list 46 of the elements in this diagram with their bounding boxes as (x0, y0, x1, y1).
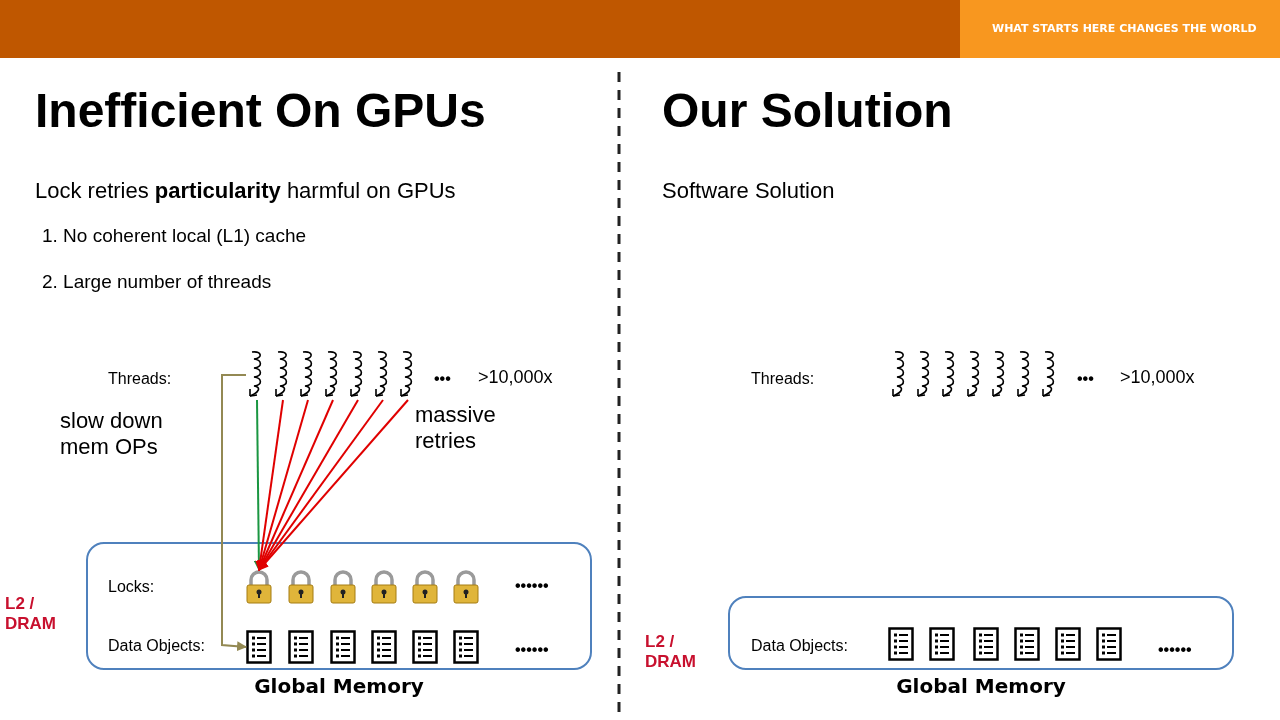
data-object-icon (1096, 627, 1122, 661)
data-object-icon (246, 630, 272, 664)
padlock-icon (329, 570, 357, 604)
data-object-icon (412, 630, 438, 664)
data-object-icon (371, 630, 397, 664)
data-object-icon (888, 627, 914, 661)
padlock-icon (370, 570, 398, 604)
ellipsis-text: •••••• (515, 640, 549, 660)
row-label: Locks: (108, 577, 155, 597)
subtitle-text: Lock retries particularity harmful on GPUs (35, 178, 456, 205)
data-object-icon (330, 630, 356, 664)
memory-level-label: L2 / DRAM (645, 632, 697, 673)
data-object-icon (288, 630, 314, 664)
padlock-icon (245, 570, 273, 604)
list-item: 2. Large number of threads (42, 271, 272, 294)
arrow (258, 399, 409, 571)
row-label: Data Objects: (108, 636, 205, 656)
padlock-icon (287, 570, 315, 604)
ellipsis-text: ••• (434, 369, 451, 389)
panel-heading: Global Memory (253, 674, 425, 698)
data-object-icon (453, 630, 479, 664)
annotation-text: massive retries (415, 402, 497, 455)
data-object-icon (929, 627, 955, 661)
count-label: >10,000x (478, 367, 553, 389)
ellipsis-text: •••••• (1158, 640, 1192, 660)
slide-title: Inefficient On GPUs (35, 83, 486, 139)
tagline-text: WHAT STARTS HERE CHANGES THE WORLD (992, 22, 1257, 36)
list-item: 1. No coherent local (L1) cache (42, 225, 307, 248)
count-label: >10,000x (1120, 367, 1195, 389)
subtitle-text: Software Solution (662, 178, 835, 205)
memory-level-label: L2 / DRAM (5, 594, 57, 635)
arrow (221, 374, 247, 652)
padlock-icon (452, 570, 480, 604)
row-label: Threads: (751, 369, 815, 389)
arrow (258, 399, 334, 571)
row-label: Data Objects: (751, 636, 848, 656)
padlock-icon (411, 570, 439, 604)
data-object-icon (1055, 627, 1081, 661)
ellipsis-text: ••• (1077, 369, 1094, 389)
annotation-text: slow down mem OPs (60, 408, 164, 461)
row-label: Threads: (108, 369, 172, 389)
data-object-icon (1014, 627, 1040, 661)
ellipsis-text: •••••• (515, 576, 549, 596)
slide-title: Our Solution (662, 83, 953, 139)
data-object-icon (973, 627, 999, 661)
panel-heading: Global Memory (895, 674, 1067, 698)
